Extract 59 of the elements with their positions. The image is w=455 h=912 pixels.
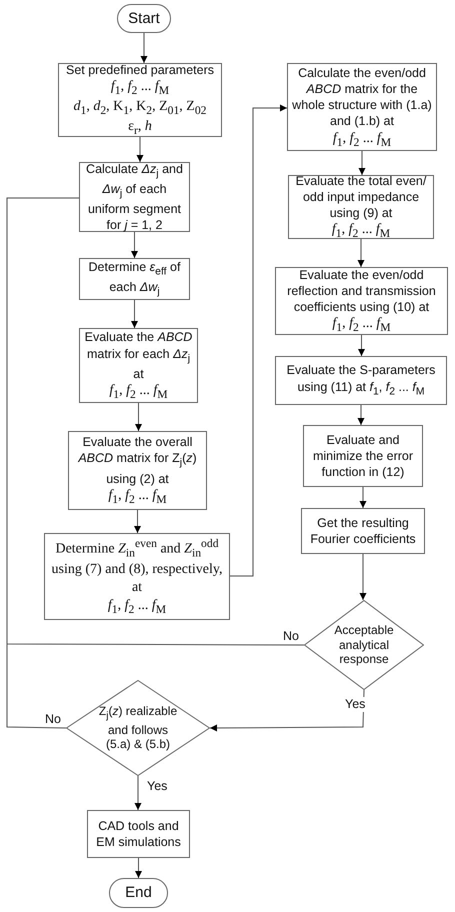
step-text: f$_{1}$, f$_{2}$ ... f$_{M}$	[332, 130, 392, 150]
step-text: Evaluate the total even/ odd input impedance using (9) at	[294, 172, 428, 222]
arrow	[134, 510, 141, 534]
step-text: f$_{1}$, f$_{2}$ ... f$_{M}$	[109, 382, 168, 402]
arrow	[230, 104, 288, 576]
step-text: f$_{1}$, f$_{2}$ ... f$_{M}$	[110, 78, 170, 98]
step-text: Evaluate the ABCD matrix for each Δz$_{j}$ at	[84, 329, 194, 382]
arrow	[131, 232, 138, 258]
terminal-label: Start	[128, 8, 160, 28]
edge-label: No	[282, 629, 300, 644]
process-box	[87, 810, 190, 858]
step-text: Calculate the even/odd ABCD matrix for the whole structure with (1.a) and (1.b) at	[291, 64, 433, 130]
process-box	[275, 356, 447, 405]
process-box	[44, 533, 230, 620]
step-text: ε$_{r}$, h	[128, 118, 152, 138]
process-box	[79, 328, 198, 403]
arrow	[358, 404, 364, 426]
decision-text: Acceptable analytical response	[334, 623, 394, 667]
arrow	[360, 486, 366, 508]
arrow	[360, 554, 366, 600]
step-text: Get the resulting Fourier coefficients	[309, 514, 417, 548]
step-text: f$_{1}$, f$_{2}$ ... f$_{M}$	[108, 597, 166, 617]
step-text: Evaluate the even/odd reflection and transmission coefficients using (10) at	[286, 266, 437, 316]
decision-diamond	[66, 680, 210, 776]
arrow	[135, 402, 142, 432]
process-box	[275, 267, 448, 335]
edge-label: Yes	[344, 697, 366, 712]
arrow	[358, 150, 366, 176]
step-text: Determine ε$_{eff}$ of each Δw$_{j}$	[88, 258, 182, 300]
edge-label: Yes	[146, 779, 168, 794]
terminal-label: End	[125, 883, 152, 903]
decision-diamond	[304, 600, 424, 690]
step-text: CAD tools and EM simulations	[95, 818, 182, 850]
arrow	[358, 238, 364, 268]
step-text: Evaluate the S-parameters using (11) at f$_{1}$, f$_{2}$ ... f$_{M}$	[286, 362, 436, 399]
process-box	[58, 63, 222, 137]
process-box	[287, 63, 437, 151]
step-text: Evaluate the overall ABCD matrix for Z$_{j}$(z) using (2) at	[76, 434, 198, 487]
process-box	[79, 258, 190, 300]
arrow	[135, 858, 142, 878]
step-text: Evaluate and minimize the error function in (12)	[312, 432, 414, 480]
arrow	[134, 776, 142, 810]
decision-text: Z$_{j}$(z) realizable and follows (5.a) & (5.b)	[98, 704, 178, 752]
arrow	[140, 32, 148, 64]
arrow	[358, 334, 365, 356]
step-text: Calculate Δz$_{j}$ and Δw$_{j}$ of each uniform segment for j = 1, 2	[85, 160, 184, 234]
step-text: f$_{1}$, f$_{2}$ ... f$_{M}$	[332, 221, 390, 242]
process-box	[301, 508, 425, 554]
process-box	[68, 431, 207, 510]
edge-label: No	[44, 712, 62, 726]
step-text: Set predefined parameters	[66, 62, 214, 78]
arrow	[131, 300, 138, 328]
step-text: f$_{1}$, f$_{2}$ ... f$_{M}$	[332, 315, 391, 336]
arrow	[136, 136, 144, 162]
arrow	[210, 690, 364, 732]
process-box	[303, 425, 423, 487]
step-text: d$_{1}$, d$_{2}$, K$_{1}$, K$_{2}$, Z$_{01}$, Z$_{02}$	[74, 98, 206, 118]
step-text: f$_{1}$, f$_{2}$ ... f$_{M}$	[108, 486, 167, 507]
process-box	[288, 175, 434, 239]
